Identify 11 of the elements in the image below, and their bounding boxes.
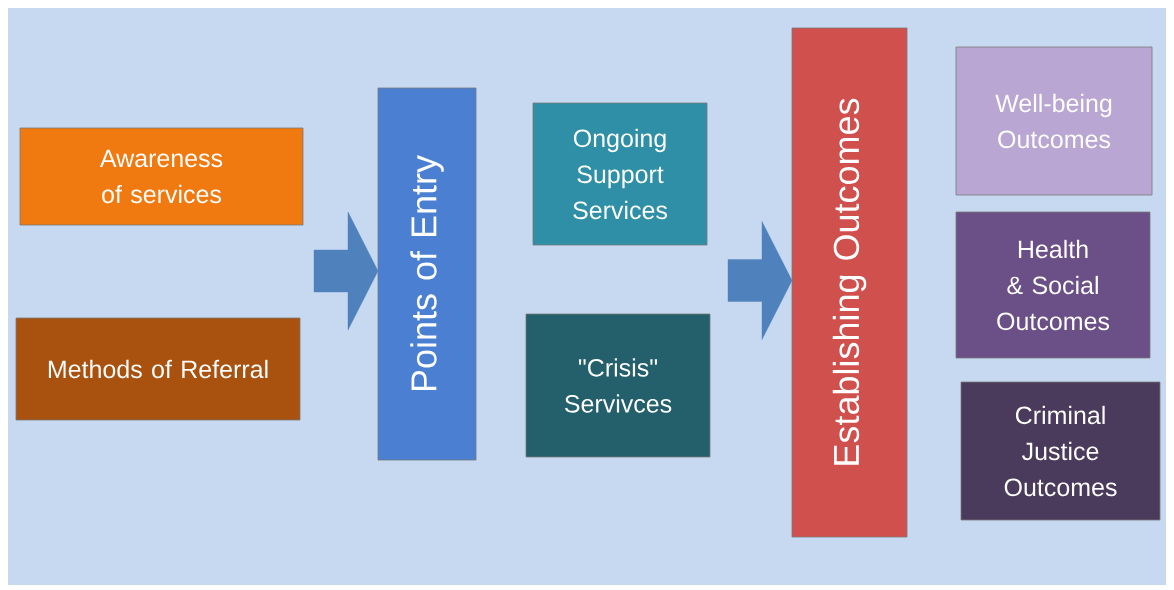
text-box: Well-being Outcomes [955, 46, 1153, 196]
block-arrow [313, 211, 379, 331]
rotated-label-box: Points of Entry [377, 87, 477, 461]
block-arrow [727, 221, 793, 340]
text-box: Ongoing Support Services [532, 102, 708, 246]
text-box: "Crisis" Servivces [525, 313, 711, 458]
rotated-label-box: Establishing Outcomes [791, 27, 908, 538]
text-box: Awareness of services [19, 127, 304, 226]
text-box: Methods of Referral [15, 317, 301, 421]
text-box: Health & Social Outcomes [955, 211, 1151, 359]
text-box: Criminal Justice Outcomes [960, 381, 1161, 521]
